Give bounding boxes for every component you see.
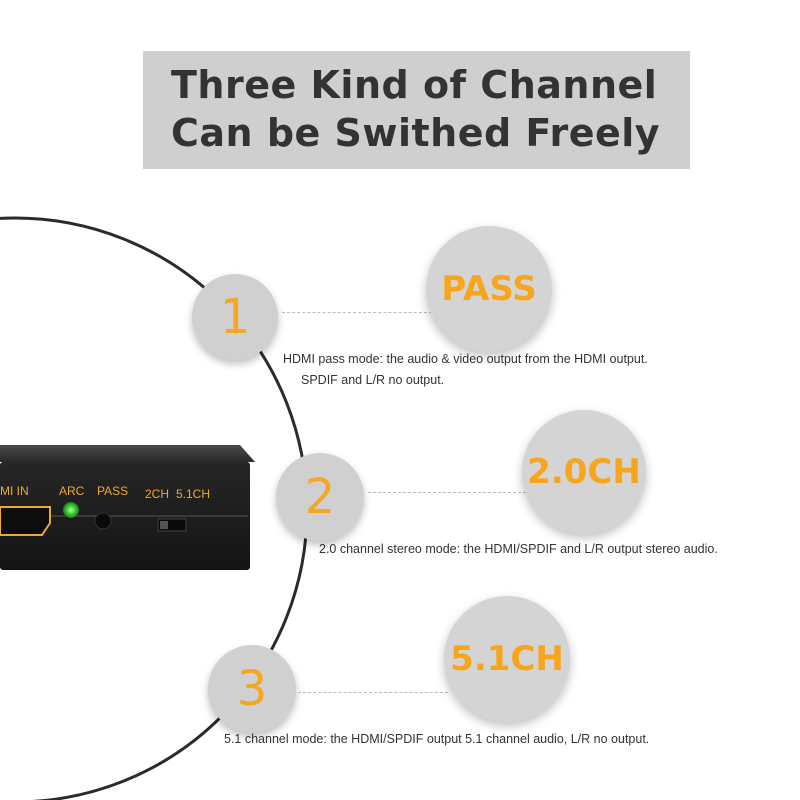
mode-3-connector <box>298 692 448 693</box>
mode-1-desc-line2: SPDIF and L/R no output. <box>301 373 445 387</box>
mode-1-number: 1 <box>192 274 278 360</box>
title-banner: Three Kind of Channel Can be Swithed Fre… <box>143 51 690 169</box>
title-line-2: Can be Swithed Freely <box>171 111 661 155</box>
pass-button <box>94 512 112 530</box>
hdmi-in-label: MI IN <box>0 484 29 498</box>
title-line-1: Three Kind of Channel <box>171 63 658 107</box>
hdmi-port <box>0 506 51 536</box>
arc-led <box>63 502 79 518</box>
mode-2-desc-line1: 2.0 channel stereo mode: the HDMI/SPDIF … <box>319 542 718 556</box>
mode-3-number: 3 <box>208 645 296 733</box>
mode-2-number: 2 <box>276 453 364 541</box>
mode-3-circle: 5.1CH <box>444 596 570 722</box>
mode-1-connector <box>282 312 432 313</box>
51ch-label: 5.1CH <box>176 487 211 501</box>
2ch-label: 2CH <box>145 487 170 501</box>
pass-label: PASS <box>97 484 129 498</box>
mode-1-desc-line1: HDMI pass mode: the audio & video output… <box>283 352 648 366</box>
mode-3-desc-line1: 5.1 channel mode: the HDMI/SPDIF output … <box>224 732 650 746</box>
mode-2-circle: 2.0CH <box>522 410 646 534</box>
device-top <box>0 445 255 462</box>
mode-2-connector <box>368 492 526 493</box>
mode-1-circle: PASS <box>426 226 552 352</box>
arc-label: ARC <box>59 484 85 498</box>
